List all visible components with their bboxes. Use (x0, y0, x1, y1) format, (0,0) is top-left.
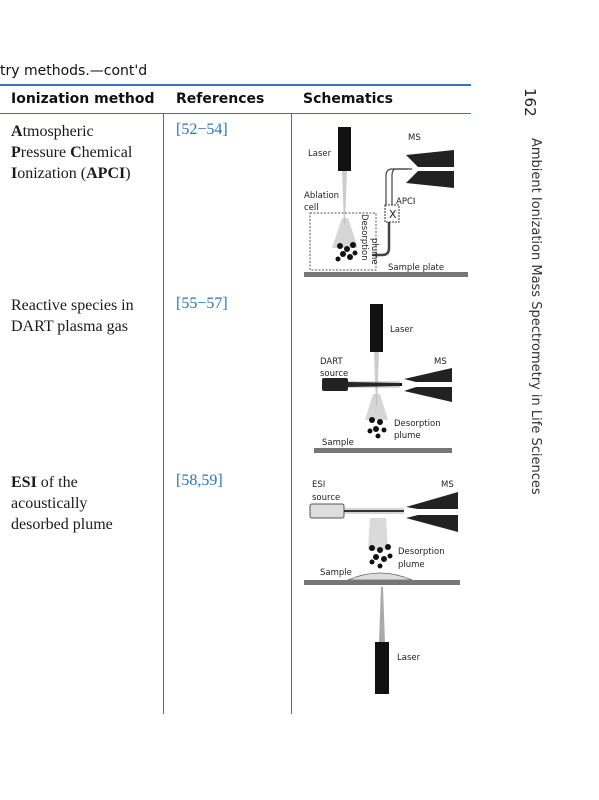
svg-text:MS: MS (434, 357, 447, 367)
reference-link[interactable]: [55−57] (176, 295, 228, 312)
svg-text:Laser: Laser (390, 325, 414, 335)
svg-text:APCI: APCI (396, 197, 415, 207)
svg-text:plume: plume (369, 238, 379, 265)
svg-text:MS: MS (441, 480, 454, 490)
running-title: Ambient Ionization Mass Spectrometry in … (528, 138, 543, 495)
table-top-rule (0, 84, 471, 86)
header-ionization-method: Ionization method (11, 91, 155, 107)
reference-link[interactable]: [58,59] (176, 472, 223, 489)
svg-text:Sample plate: Sample plate (388, 263, 444, 273)
svg-text:DART: DART (320, 357, 343, 367)
method-apci: Atmospheric Pressure Chemical Ionization… (11, 123, 133, 182)
svg-text:source: source (312, 493, 340, 503)
esi-schematic: ESI source MS Desorption plume Sample La… (304, 480, 460, 694)
svg-text:Sample: Sample (322, 438, 354, 448)
svg-text:cell: cell (304, 203, 319, 213)
svg-text:X: X (389, 208, 397, 221)
svg-text:plume: plume (394, 431, 421, 441)
column-divider (163, 114, 165, 714)
table-caption: try methods.—cont'd (0, 63, 148, 79)
svg-text:ESI: ESI (312, 480, 325, 490)
apci-schematic: Laser MS X APCI Ablation cell Desorption… (304, 127, 468, 277)
column-divider (291, 114, 293, 714)
svg-text:Laser: Laser (308, 149, 332, 159)
svg-text:Desorption: Desorption (359, 214, 369, 261)
svg-text:Sample: Sample (320, 568, 352, 578)
reference-link[interactable]: [52−54] (176, 121, 228, 138)
method-esi: ESI of the acoustically desorbed plume (11, 474, 113, 533)
svg-text:Laser: Laser (397, 653, 421, 663)
table-header-rule (0, 113, 471, 115)
header-references: References (176, 91, 265, 107)
svg-text:plume: plume (398, 560, 425, 570)
svg-text:Desorption: Desorption (398, 547, 445, 557)
method-dart: Reactive species in DART plasma gas (11, 297, 134, 335)
page-number: 162 (521, 88, 539, 117)
dart-schematic: Laser DART source MS Desorption plume Sa… (314, 304, 452, 453)
svg-text:Ablation: Ablation (304, 191, 339, 201)
svg-text:source: source (320, 369, 348, 379)
svg-text:Desorption: Desorption (394, 419, 441, 429)
svg-text:MS: MS (408, 133, 421, 143)
header-schematics: Schematics (303, 91, 394, 107)
